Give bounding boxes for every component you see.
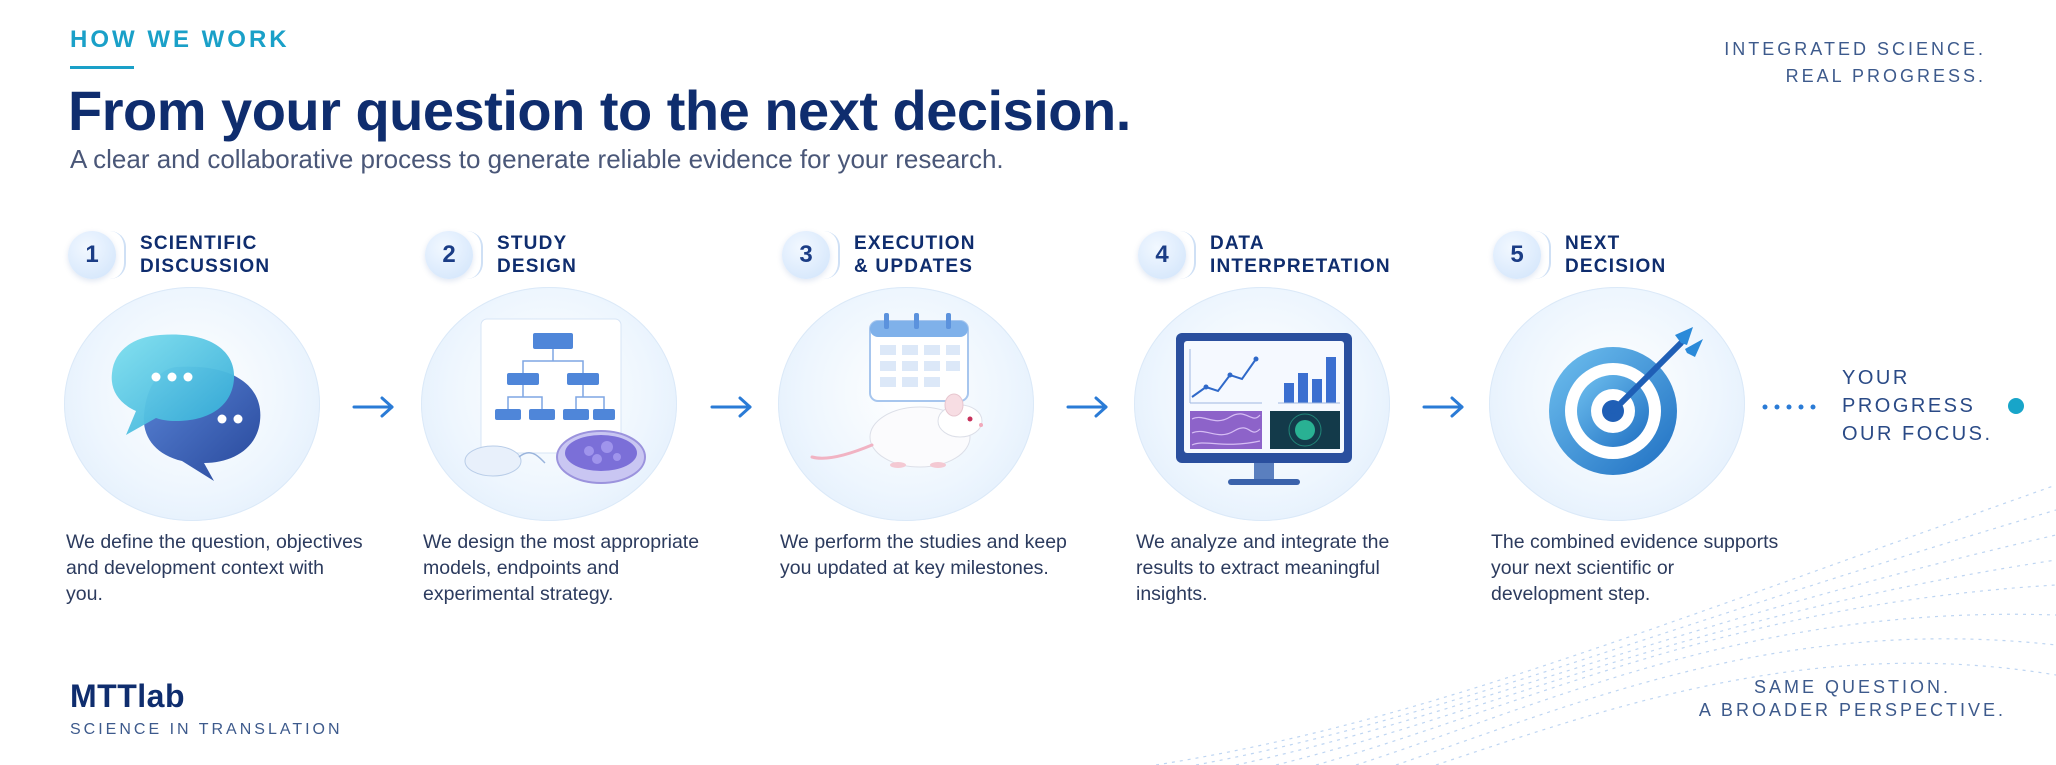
- closing-dot: [2008, 398, 2024, 414]
- brand-logo: MTTlab SCIENCE IN TRANSLATION: [70, 678, 343, 739]
- step-title: EXECUTION & UPDATES: [854, 232, 976, 278]
- step-title-line: DESIGN: [497, 256, 578, 277]
- top-tagline: INTEGRATED SCIENCE. REAL PROGRESS.: [1724, 36, 1986, 90]
- step-number-badge: 2: [425, 231, 473, 279]
- target-arrow-icon: [1549, 327, 1703, 475]
- step-badge-arc: [467, 231, 483, 279]
- section-eyebrow: HOW WE WORK: [70, 26, 290, 53]
- closing-text-line: YOUR: [1842, 367, 1910, 389]
- step-illustration: [1134, 287, 1390, 521]
- arrow-right-icon: [1422, 396, 1464, 418]
- step-title: STUDY DESIGN: [497, 232, 577, 278]
- step-illustration: [421, 287, 677, 521]
- step-title-line: SCIENTIFIC: [140, 233, 258, 254]
- arrow-right-icon: [1066, 396, 1108, 418]
- process-step-2: 2 STUDY DESIGN: [421, 0, 721, 765]
- step-title: SCIENTIFIC DISCUSSION: [140, 232, 270, 278]
- tagline-line: SAME QUESTION.: [1753, 677, 1951, 697]
- step-description: We perform the studies and keep you upda…: [780, 531, 1067, 579]
- process-step-4: 4 DATA INTERPRETATION We analyze and int…: [1134, 0, 1434, 765]
- process-step-5: 5 NEXT DECISION The combined evidence su…: [1489, 0, 1789, 765]
- calendar-lab-mouse-icon: [810, 313, 983, 468]
- monitor-charts-icon: [1176, 333, 1352, 485]
- brand-name: MTTlab: [70, 678, 185, 714]
- page-subtitle: A clear and collaborative process to gen…: [70, 144, 1004, 174]
- step-title: NEXT DECISION: [1565, 232, 1666, 278]
- dotted-connector: [1762, 404, 1816, 410]
- closing-text-line: PROGRESS: [1842, 395, 1976, 417]
- bottom-tagline: SAME QUESTION. A BROADER PERSPECTIVE.: [1699, 676, 2006, 722]
- step-description: We design the most appropriate models, e…: [423, 531, 700, 605]
- step-number-badge: 4: [1138, 231, 1186, 279]
- step-header: 4 DATA INTERPRETATION: [1138, 228, 1391, 282]
- step-title-line: DECISION: [1565, 256, 1667, 277]
- arrow-right-icon: [710, 396, 752, 418]
- step-title: DATA INTERPRETATION: [1210, 232, 1391, 278]
- step-title-line: NEXT: [1565, 233, 1621, 254]
- closing-text-line: OUR FOCUS.: [1842, 423, 1993, 445]
- closing-text: YOUR PROGRESS OUR FOCUS.: [1842, 364, 1993, 448]
- step-illustration: [64, 287, 320, 521]
- step-title-line: EXECUTION: [854, 233, 976, 254]
- page-title: From your question to the next decision.: [68, 79, 1131, 142]
- flowchart-mouse-petri-dish-icon: [464, 318, 646, 484]
- step-badge-arc: [824, 231, 840, 279]
- closing-message: YOUR PROGRESS OUR FOCUS.: [1762, 362, 2024, 452]
- chat-bubbles-icon: [111, 334, 261, 481]
- step-number-badge: 3: [782, 231, 830, 279]
- process-step-3: 3 EXECUTION & UPDATES We perform the stu…: [778, 0, 1078, 765]
- step-badge-arc: [1180, 231, 1196, 279]
- step-header: 1 SCIENTIFIC DISCUSSION: [68, 228, 270, 282]
- step-title-line: & UPDATES: [854, 256, 974, 277]
- step-header: 5 NEXT DECISION: [1493, 228, 1666, 282]
- step-title-line: DATA: [1210, 233, 1265, 254]
- tagline-line: REAL PROGRESS.: [1785, 66, 1986, 86]
- step-header: 2 STUDY DESIGN: [425, 228, 577, 282]
- step-title-line: INTERPRETATION: [1210, 256, 1391, 277]
- step-illustration: [778, 287, 1034, 521]
- step-badge-arc: [110, 231, 126, 279]
- background-wave-pattern: [1156, 484, 2056, 765]
- step-number-badge: 5: [1493, 231, 1541, 279]
- step-title-line: STUDY: [497, 233, 568, 254]
- step-title-line: DISCUSSION: [140, 256, 271, 277]
- step-number-badge: 1: [68, 231, 116, 279]
- brand-tagline: SCIENCE IN TRANSLATION: [70, 721, 343, 738]
- eyebrow-underline: [70, 66, 134, 69]
- step-description: We define the question, objectives and d…: [66, 531, 363, 605]
- step-description: The combined evidence supports your next…: [1491, 531, 1779, 605]
- step-description: We analyze and integrate the results to …: [1136, 531, 1390, 605]
- step-illustration: [1489, 287, 1745, 521]
- tagline-line: INTEGRATED SCIENCE.: [1724, 39, 1986, 59]
- process-step-1: 1 SCIENTIFIC DISCUSSION We define the qu…: [64, 0, 364, 765]
- step-badge-arc: [1535, 231, 1551, 279]
- tagline-line: A BROADER PERSPECTIVE.: [1698, 700, 2006, 720]
- arrow-right-icon: [352, 396, 394, 418]
- step-header: 3 EXECUTION & UPDATES: [782, 228, 976, 282]
